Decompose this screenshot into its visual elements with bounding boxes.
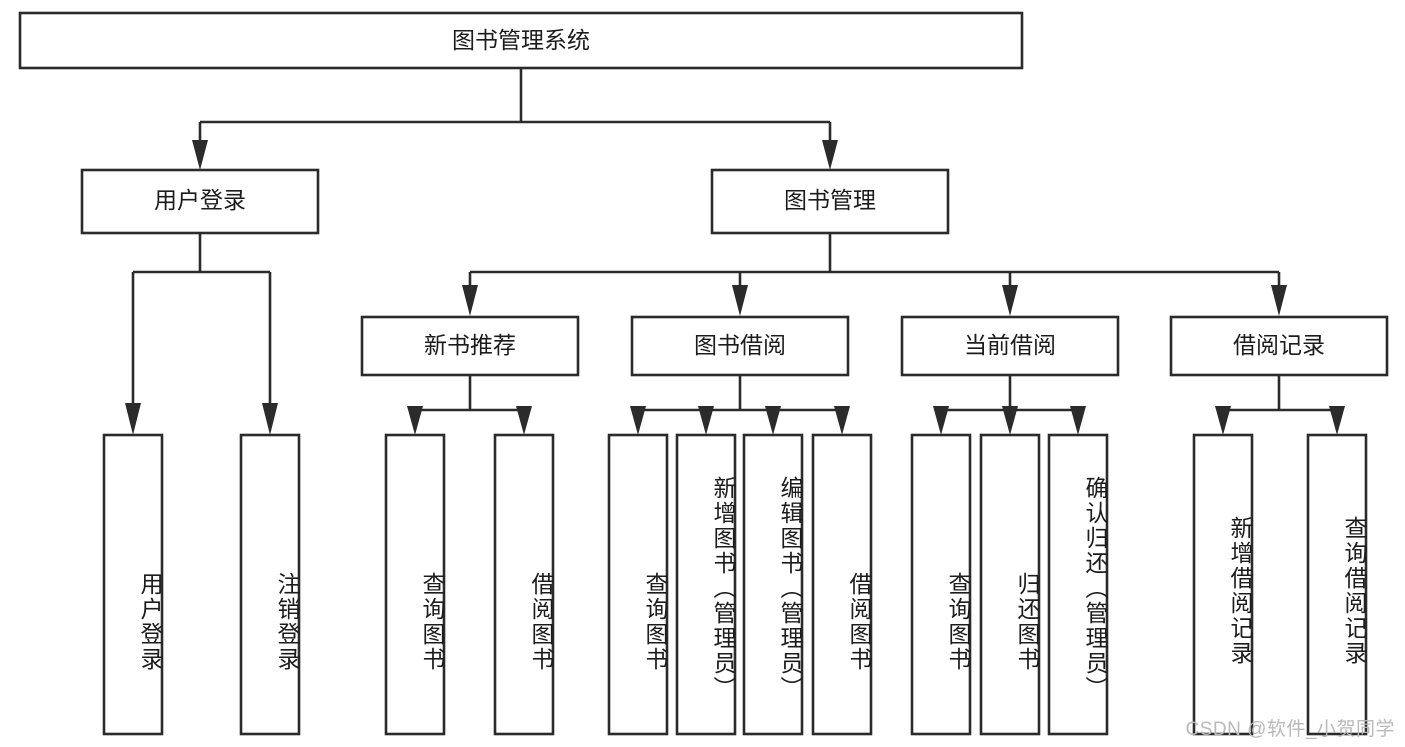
node-leaf-current-borrow-2[interactable] xyxy=(1047,433,1109,736)
arrow-record-leaf-1 xyxy=(1215,406,1231,435)
node-user-login[interactable] xyxy=(80,168,320,235)
arrow-bookmgmt-to-newbook xyxy=(462,285,478,316)
node-leaf-new-book-0[interactable] xyxy=(384,433,446,736)
node-leaf-borrow-record-1[interactable] xyxy=(1306,433,1368,736)
node-new-book-recommend[interactable] xyxy=(360,315,580,377)
connector-group-userlogin xyxy=(125,233,278,435)
node-borrow-record[interactable] xyxy=(1169,315,1389,377)
node-leaf-book-borrow-1[interactable] xyxy=(675,433,737,736)
connector-group-root xyxy=(192,68,838,170)
connector-group-bookmgmt xyxy=(462,233,1287,316)
connector-group-record xyxy=(1215,375,1345,435)
node-root[interactable] xyxy=(18,11,1024,70)
arrow-newbook-leaf-2 xyxy=(516,406,532,435)
node-leaf-user-login-1[interactable] xyxy=(239,433,301,736)
node-leaf-current-borrow-0[interactable] xyxy=(910,433,972,736)
arrow-record-leaf-2 xyxy=(1329,406,1345,435)
node-current-borrow-label: 当前借阅 xyxy=(964,332,1056,358)
node-leaf-borrow-record-0[interactable] xyxy=(1192,433,1254,736)
node-leaf-user-login-0[interactable] xyxy=(102,433,164,736)
node-leaf-new-book-1[interactable] xyxy=(493,433,555,736)
arrow-root-to-bookmgmt xyxy=(822,140,838,170)
arrow-borrow-leaf-1 xyxy=(630,406,646,435)
node-user-login-label: 用户登录 xyxy=(154,187,246,213)
node-leaf-book-borrow-2[interactable] xyxy=(742,433,804,736)
node-book-management[interactable] xyxy=(710,168,950,235)
connector-group-current xyxy=(933,375,1086,435)
node-root-label: 图书管理系统 xyxy=(452,27,590,53)
node-leaf-book-borrow-0[interactable] xyxy=(607,433,669,736)
arrow-newbook-leaf-1 xyxy=(407,406,423,435)
node-book-borrow-label: 图书借阅 xyxy=(694,332,786,358)
connector-group-borrow xyxy=(630,375,850,435)
node-borrow-record-label: 借阅记录 xyxy=(1233,332,1325,358)
node-leaf-current-borrow-1[interactable] xyxy=(979,433,1041,736)
watermark-text: CSDN @软件_小贺同学 xyxy=(1185,719,1395,740)
connector-group-newbook xyxy=(407,375,532,435)
node-book-borrow[interactable] xyxy=(630,315,850,377)
arrow-borrow-leaf-2 xyxy=(698,406,714,435)
arrow-bookmgmt-to-current xyxy=(1002,285,1018,316)
arrow-bookmgmt-to-borrow xyxy=(732,285,748,316)
arrow-borrow-leaf-3 xyxy=(765,406,781,435)
arrow-current-leaf-1 xyxy=(933,406,949,435)
node-leaf-book-borrow-3[interactable] xyxy=(811,433,873,736)
node-current-borrow[interactable] xyxy=(900,315,1120,377)
arrow-bookmgmt-to-record xyxy=(1271,285,1287,316)
node-new-book-recommend-label: 新书推荐 xyxy=(424,332,516,358)
arrow-current-leaf-3 xyxy=(1070,406,1086,435)
arrow-userlogin-leaf-1 xyxy=(125,403,141,435)
arrow-current-leaf-2 xyxy=(1002,406,1018,435)
arrow-borrow-leaf-4 xyxy=(834,406,850,435)
arrow-userlogin-leaf-2 xyxy=(262,403,278,435)
arrow-root-to-userlogin xyxy=(192,140,208,170)
node-book-management-label: 图书管理 xyxy=(784,187,876,213)
